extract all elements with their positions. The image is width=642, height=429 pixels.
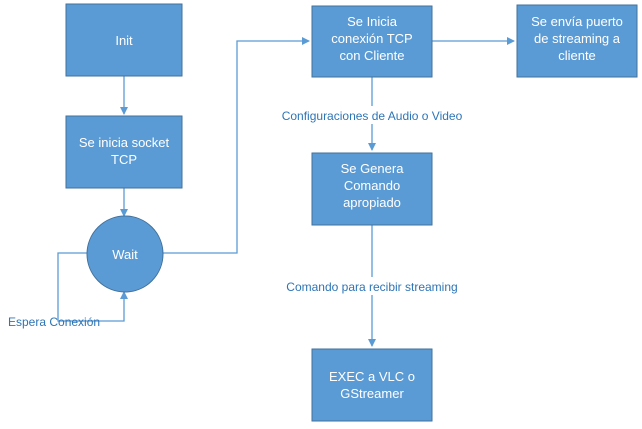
node-label-line: Init <box>115 33 133 48</box>
connector-wait-to-tcp <box>163 37 310 254</box>
node-label-line: apropiado <box>343 195 401 210</box>
node-init-label: Init <box>115 33 133 48</box>
node-label-line: EXEC a VLC o <box>329 369 415 384</box>
connector-wait-loop <box>57 252 128 322</box>
edge-label-recibir-background <box>266 277 478 295</box>
node-label-line: Comando <box>344 178 400 193</box>
node-label-line: de streaming a <box>534 31 621 46</box>
node-init[interactable]: Init <box>65 3 183 77</box>
connectors <box>57 37 515 347</box>
node-label-line: TCP <box>111 152 137 167</box>
node-label-line: Se inicia socket <box>79 135 170 150</box>
node-label-line: GStreamer <box>340 386 404 401</box>
edge-labels: Configuraciones de Audio o Video Comando… <box>8 106 478 329</box>
node-port-label: Se envía puerto de streaming a cliente <box>531 14 623 63</box>
node-wait-label: Wait <box>112 247 138 262</box>
edge-label-config-background <box>270 106 474 124</box>
node-label-line: Wait <box>112 247 138 262</box>
edge-label-espera: Espera Conexión <box>8 315 100 329</box>
node-tcp-label: Se Inicia conexión TCP con Cliente <box>331 14 412 63</box>
node-label-line: Se Inicia <box>347 14 398 29</box>
node-port[interactable]: Se envía puerto de streaming a cliente <box>516 4 638 78</box>
edge-label-config: Configuraciones de Audio o Video <box>282 109 463 123</box>
node-label-line: cliente <box>558 48 596 63</box>
edge-label-recibir: Comando para recibir streaming <box>286 280 457 294</box>
node-wait[interactable]: Wait <box>86 215 164 293</box>
node-label-line: con Cliente <box>339 48 404 63</box>
node-exec-label: EXEC a VLC o GStreamer <box>329 369 415 401</box>
node-exec[interactable]: EXEC a VLC o GStreamer <box>311 348 433 422</box>
node-label-line: Se Genera <box>341 161 405 176</box>
node-tcp[interactable]: Se Inicia conexión TCP con Cliente <box>311 5 433 78</box>
node-label-line: conexión TCP <box>331 31 412 46</box>
node-label-line: Se envía puerto <box>531 14 623 29</box>
